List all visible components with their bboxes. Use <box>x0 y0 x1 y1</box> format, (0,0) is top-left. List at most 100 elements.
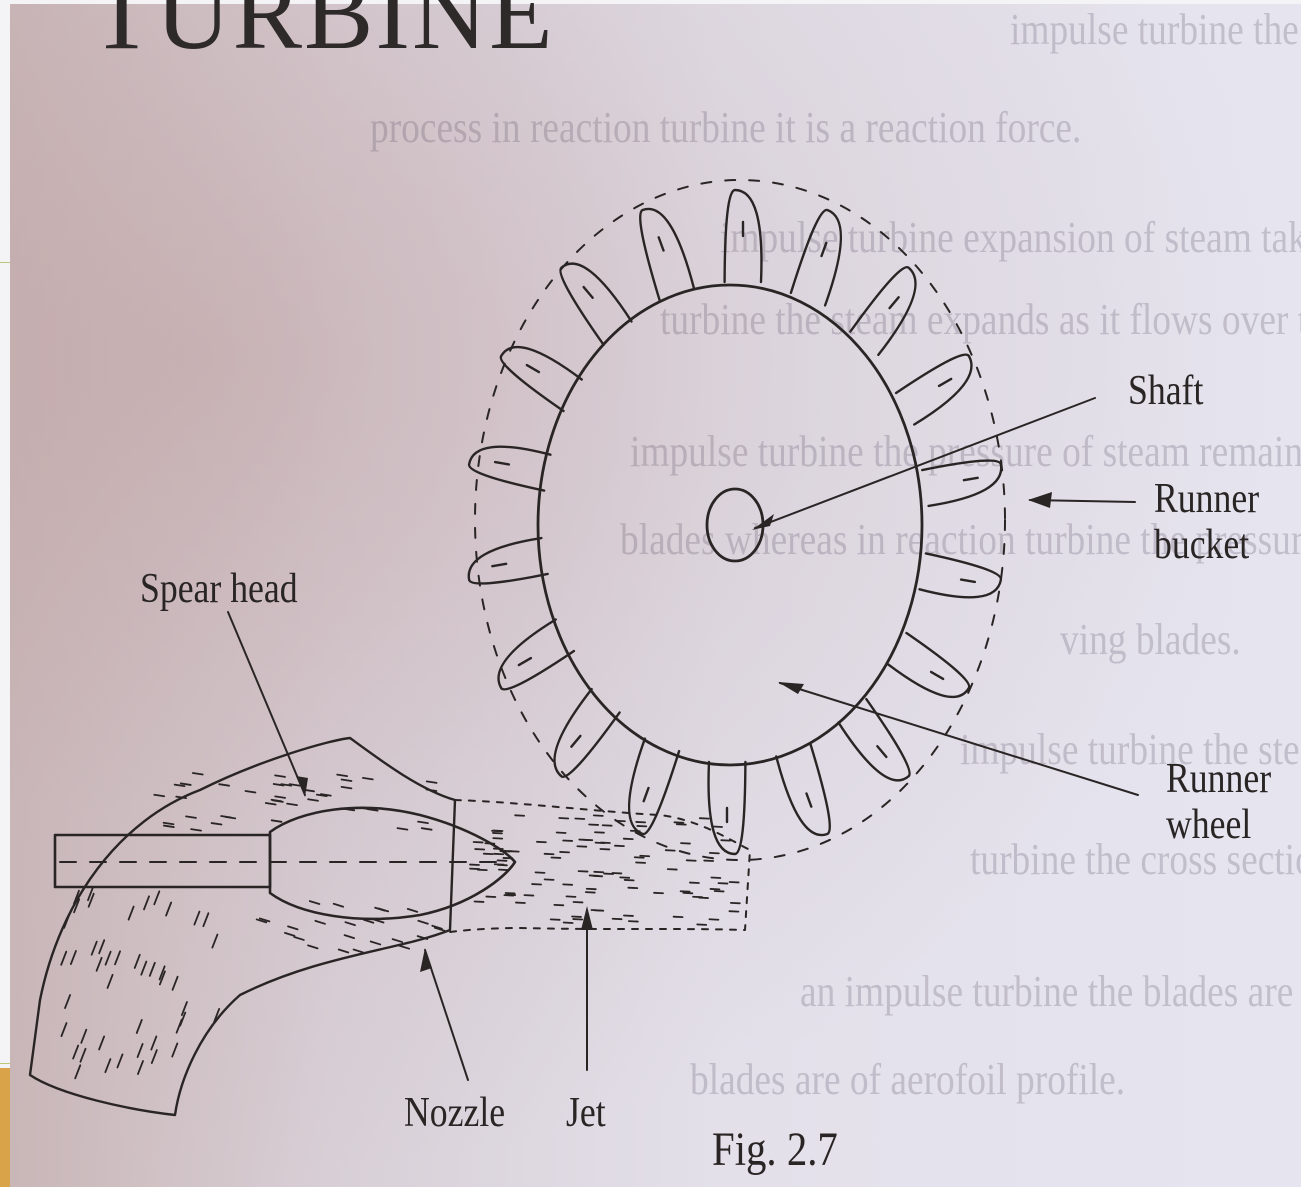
hatch-mark <box>275 775 285 776</box>
hatch-mark <box>310 901 320 904</box>
hatch-mark <box>342 779 352 780</box>
hatch-mark <box>272 820 282 821</box>
hatch-mark <box>151 1036 156 1049</box>
runner-bucket <box>640 209 694 300</box>
runner-bucket-splitter <box>964 478 978 480</box>
hatch-mark <box>371 941 381 944</box>
hatch-mark <box>73 1046 78 1059</box>
hatch-mark <box>364 920 374 923</box>
runner-bucket-splitter <box>961 580 975 582</box>
runner-bucket-label: Runner bucket <box>1154 476 1259 568</box>
hatch-mark <box>117 1054 122 1067</box>
hatch-mark <box>81 1030 86 1043</box>
hatch-mark <box>400 946 410 949</box>
runner-bucket-splitter <box>890 297 899 308</box>
hatch-mark <box>422 828 432 829</box>
hatch-mark <box>285 933 295 936</box>
runner-wheel-arrowhead <box>778 682 804 694</box>
hatch-mark <box>99 940 104 953</box>
hatch-mark <box>212 823 222 824</box>
hatch-mark <box>108 975 113 988</box>
hatch-mark <box>418 822 428 823</box>
hatch-mark <box>138 1044 143 1057</box>
runner-wheel-leader <box>780 683 1138 795</box>
nozzle-label: Nozzle <box>404 1090 505 1136</box>
hatch-mark <box>61 952 66 965</box>
hatch-mark <box>345 935 355 938</box>
hatch-mark <box>408 909 418 912</box>
pipe-body <box>30 738 455 1115</box>
runner-bucket <box>896 355 971 425</box>
hatch-mark <box>99 1036 104 1049</box>
shaft-label: Shaft <box>1128 368 1203 414</box>
runner-bucket <box>560 264 631 345</box>
jet-outline <box>450 800 750 932</box>
hatch-mark <box>427 781 437 782</box>
hatch-mark <box>246 791 256 792</box>
hatch-mark <box>393 939 403 942</box>
figure-caption: Fig. 2.7 <box>712 1124 838 1177</box>
runner-bucket-splitter <box>527 365 539 372</box>
hatch-mark <box>129 907 134 920</box>
runner-wheel-disc <box>538 285 922 765</box>
hatch-mark <box>181 783 191 784</box>
hatch-mark <box>427 789 437 790</box>
hatch-mark <box>354 949 364 952</box>
hatch-mark <box>193 773 203 774</box>
hatch-mark <box>275 796 285 797</box>
hatch-mark <box>71 951 76 964</box>
runner-bucket <box>888 633 969 697</box>
hatch-mark <box>294 937 304 940</box>
runner-bucket-splitter <box>644 788 649 801</box>
hatch-mark <box>75 1065 80 1078</box>
runner-bucket <box>469 447 550 491</box>
spear-head-arrowhead <box>296 776 308 797</box>
hatch-mark <box>194 912 199 925</box>
hatch-mark <box>164 826 174 827</box>
hatch-mark <box>137 1020 142 1033</box>
runner-bucket <box>776 744 830 835</box>
runner-bucket-splitter <box>519 658 531 665</box>
hatch-mark <box>266 803 276 804</box>
runner-bucket <box>555 689 620 777</box>
hatch-mark <box>152 1050 157 1063</box>
runner-bucket-splitter <box>877 746 886 757</box>
hatch-mark <box>308 799 318 800</box>
hatch-mark <box>339 950 349 953</box>
spear-head-label: Spear head <box>140 566 298 612</box>
runner-bucket <box>791 210 841 305</box>
hatch-mark <box>186 816 196 817</box>
hatch-mark <box>221 816 231 817</box>
nozzle-leader <box>425 950 468 1080</box>
hatch-mark <box>115 951 120 964</box>
runner-bucket-splitter <box>584 287 593 298</box>
hatch-mark <box>398 828 408 829</box>
hatch-mark <box>363 778 373 779</box>
hatch-mark <box>191 829 201 830</box>
hatch-mark <box>138 1061 143 1074</box>
hatch-mark <box>150 963 155 976</box>
hatch-mark <box>80 1049 85 1062</box>
hatch-mark <box>308 945 318 948</box>
hatch-mark <box>334 904 344 907</box>
runner-bucket <box>922 461 1001 506</box>
hatch-mark <box>203 913 208 926</box>
hatch-mark <box>106 952 111 965</box>
hatch-mark <box>288 926 298 929</box>
hatch-mark <box>175 785 185 786</box>
runner-bucket-splitter <box>931 672 943 679</box>
hatch-mark <box>173 977 178 990</box>
hatch-mark <box>105 1059 110 1072</box>
runner-bucket-splitter <box>822 243 827 256</box>
runner-bucket-splitter <box>659 237 664 250</box>
hatch-mark <box>97 958 102 971</box>
spear-head-leader <box>228 612 305 795</box>
hatch-mark <box>172 1043 177 1056</box>
runner-bucket <box>501 347 582 411</box>
jet-label: Jet <box>566 1090 606 1136</box>
runner-bucket-splitter <box>492 564 506 566</box>
hatch-mark <box>418 921 428 924</box>
hatch-mark <box>154 795 164 796</box>
runner-bucket <box>469 538 548 583</box>
